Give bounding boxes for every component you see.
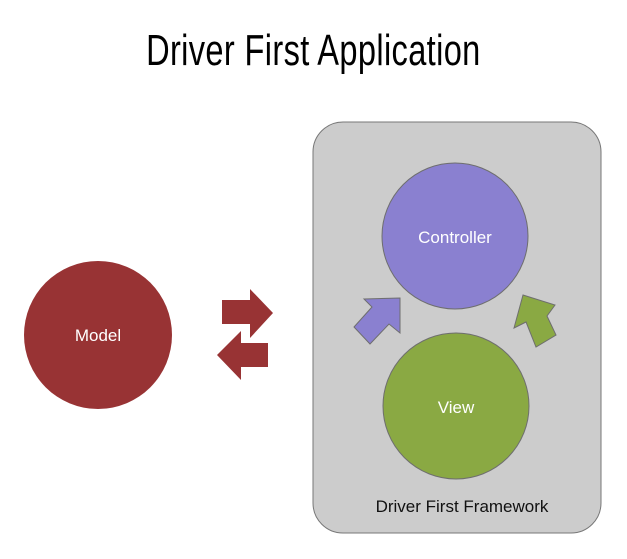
arrow-up-right-icon bbox=[353, 297, 401, 345]
arrow-right-icon bbox=[222, 289, 273, 338]
framework-label: Driver First Framework bbox=[376, 497, 549, 516]
view-label: View bbox=[438, 398, 475, 417]
controller-node bbox=[381, 162, 529, 310]
view-node bbox=[382, 332, 530, 480]
arrow-up-left-icon bbox=[513, 294, 557, 348]
arrow-left-icon bbox=[217, 331, 268, 380]
diagram-title: Driver First Application bbox=[146, 26, 481, 75]
model-node bbox=[24, 261, 172, 409]
controller-label: Controller bbox=[418, 228, 492, 247]
model-label: Model bbox=[75, 326, 121, 345]
